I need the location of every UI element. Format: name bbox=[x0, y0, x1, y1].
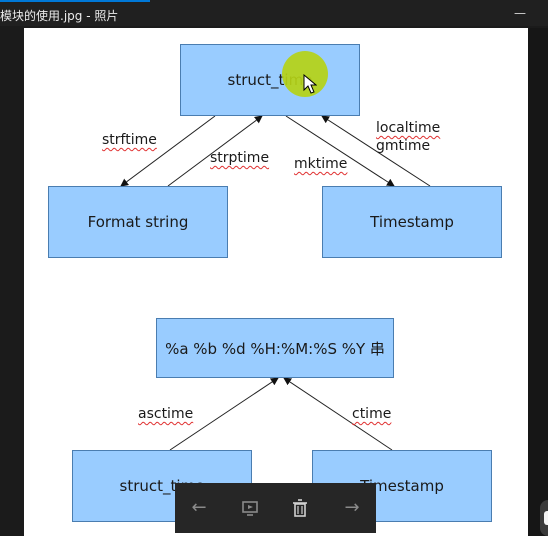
label-ctime: ctime bbox=[352, 406, 392, 422]
arrow-right-icon[interactable]: → bbox=[344, 497, 360, 518]
mouse-pointer-icon bbox=[303, 74, 317, 94]
diagram-arrows bbox=[120, 115, 431, 451]
label-localtime: localtime bbox=[376, 120, 441, 136]
arrow-mktime bbox=[285, 115, 395, 187]
scroll-strip bbox=[528, 28, 548, 536]
minimize-button[interactable]: — bbox=[514, 6, 526, 20]
arrow-strftime bbox=[120, 115, 216, 187]
label-strptime: strptime bbox=[210, 150, 270, 166]
format-string-pattern-box: %a %b %d %H:%M:%S %Y 串 bbox=[156, 318, 394, 378]
arrow-left-icon[interactable]: ← bbox=[191, 497, 207, 518]
label-gmtime: gmtime bbox=[376, 138, 431, 154]
window-title: 模块的使用.jpg - 照片 bbox=[0, 9, 119, 23]
viewer-toolbar: ← → bbox=[175, 483, 376, 533]
label-asctime: asctime bbox=[138, 406, 194, 422]
format-string-box: Format string bbox=[48, 186, 228, 258]
arrow-ctime bbox=[283, 377, 393, 451]
slideshow-icon[interactable] bbox=[239, 497, 261, 519]
timestamp-box: Timestamp bbox=[322, 186, 502, 258]
struct-time-box: struct_time bbox=[180, 44, 360, 116]
trash-icon[interactable] bbox=[289, 497, 311, 519]
side-panel-toggle[interactable] bbox=[540, 500, 548, 536]
title-accent-line bbox=[0, 0, 150, 2]
arrow-localtime-gmtime bbox=[321, 115, 431, 187]
image-canvas: struct_time Format string Timestamp strf… bbox=[24, 28, 528, 536]
label-strftime: strftime bbox=[102, 132, 157, 148]
panel-toggle-icon bbox=[544, 511, 548, 525]
title-bar: 模块的使用.jpg - 照片 — bbox=[0, 0, 548, 26]
arrow-asctime bbox=[169, 377, 279, 451]
arrow-strptime bbox=[167, 115, 263, 187]
label-mktime: mktime bbox=[294, 156, 348, 172]
